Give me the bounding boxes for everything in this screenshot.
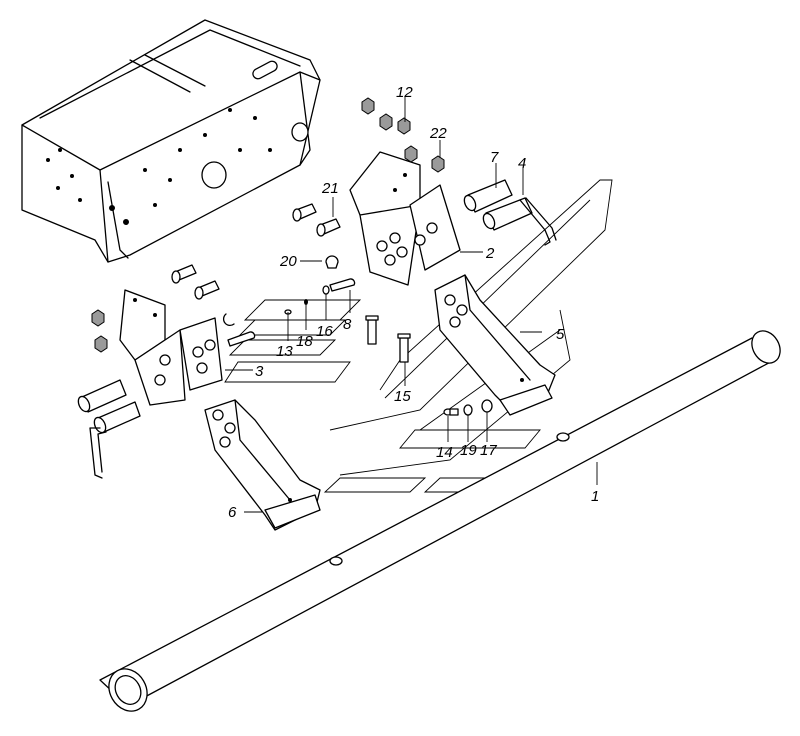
bracket-part-2 (349, 151, 461, 286)
bracket-part-3 (119, 289, 223, 406)
callout-12: 12 (396, 84, 413, 101)
callout-6: 6 (228, 504, 237, 521)
bolt-left-a (171, 264, 197, 284)
pin-18 (304, 299, 308, 305)
bolt-15b (397, 333, 411, 363)
bolt-left-b (194, 280, 220, 300)
callout-17: 17 (480, 442, 497, 459)
callout-7: 7 (490, 149, 499, 166)
callout-4: 4 (518, 155, 526, 172)
bolt-15a (365, 315, 379, 345)
callout-13: 13 (276, 343, 293, 360)
fasteners (91, 97, 493, 416)
support-part-6 (204, 399, 321, 531)
callout-labels: 1 2 3 4 5 6 7 8 12 13 14 15 16 17 18 19 … (228, 84, 599, 521)
cotter-left (227, 331, 256, 347)
washer-16 (322, 285, 330, 295)
callout-8: 8 (343, 316, 352, 333)
pin-part-7 (463, 179, 513, 213)
tube-part-1 (99, 330, 781, 712)
pin-part-4 (482, 197, 557, 246)
pin-lower-left-1 (77, 379, 127, 413)
clip-left (222, 313, 235, 327)
washer-19 (463, 404, 473, 416)
callout-21: 21 (321, 180, 339, 197)
bolt-21a (292, 203, 317, 222)
frame-crossmember (21, 19, 321, 263)
clip-20 (325, 255, 339, 269)
callout-14: 14 (436, 444, 453, 461)
bolt-14 (443, 408, 459, 416)
callout-22: 22 (429, 125, 447, 142)
callout-20: 20 (279, 253, 297, 270)
callout-1: 1 (591, 488, 599, 505)
callout-5: 5 (556, 326, 565, 343)
cotter-8 (329, 278, 356, 292)
callout-2: 2 (485, 245, 495, 262)
callout-3: 3 (255, 363, 264, 380)
washer-17 (481, 399, 493, 413)
callout-18: 18 (296, 333, 313, 350)
callout-15: 15 (394, 388, 411, 405)
bolt-21b (316, 218, 341, 237)
callout-16: 16 (316, 323, 333, 340)
pin-lower-left-2 (89, 401, 141, 479)
support-part-5 (434, 274, 556, 416)
callout-19: 19 (460, 442, 477, 459)
leader-lines (225, 97, 598, 513)
